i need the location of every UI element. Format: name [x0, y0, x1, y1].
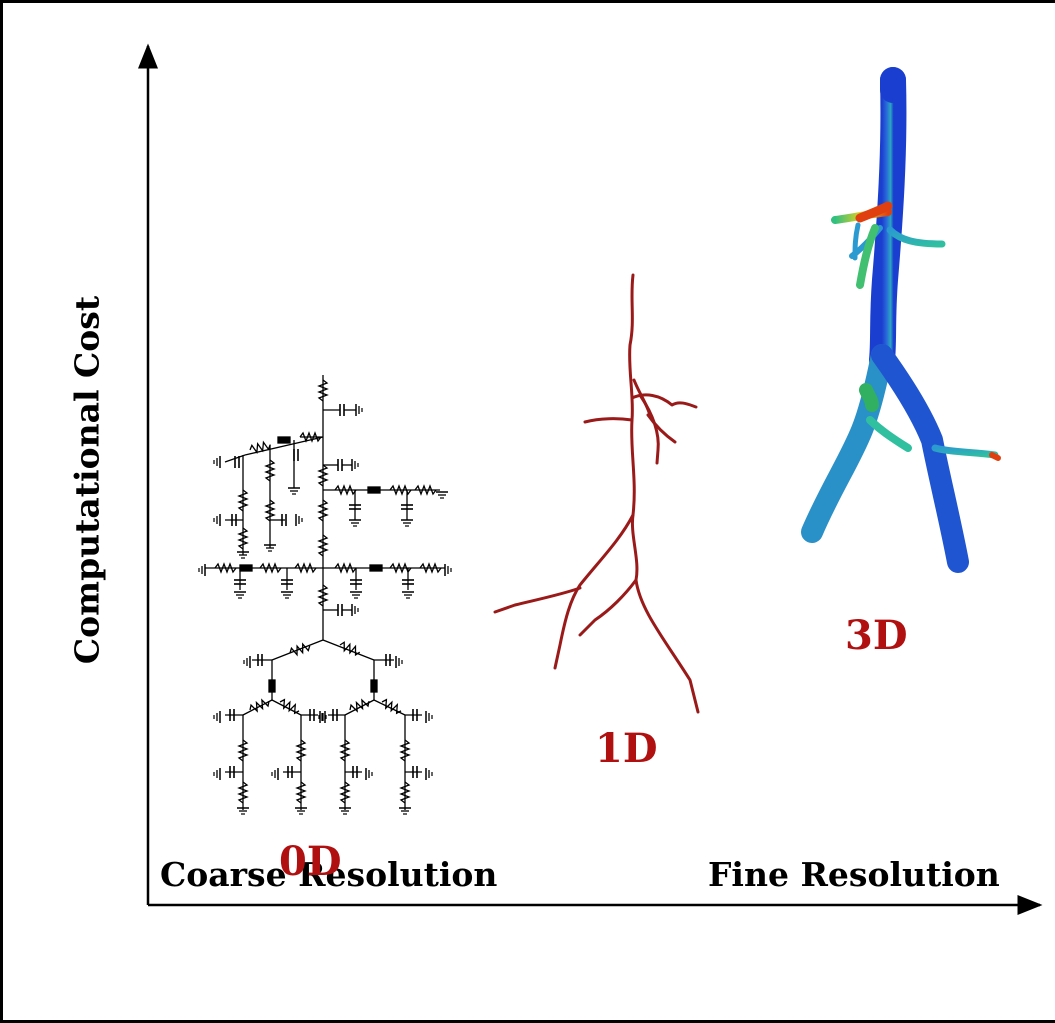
circuit-0d-diagram [198, 375, 452, 815]
x-axis-right-label: Fine Resolution [708, 855, 1000, 894]
y-axis-label: Computational Cost [67, 295, 107, 665]
x-axis-left-label: Coarse Resolution [160, 855, 498, 894]
model-label-3d: 3D [845, 612, 908, 659]
centerline-1d-tree [493, 273, 700, 714]
model-label-1d: 1D [595, 725, 658, 772]
model-label-0d: 0D [279, 838, 342, 885]
vessel-3d-model [801, 67, 1001, 573]
